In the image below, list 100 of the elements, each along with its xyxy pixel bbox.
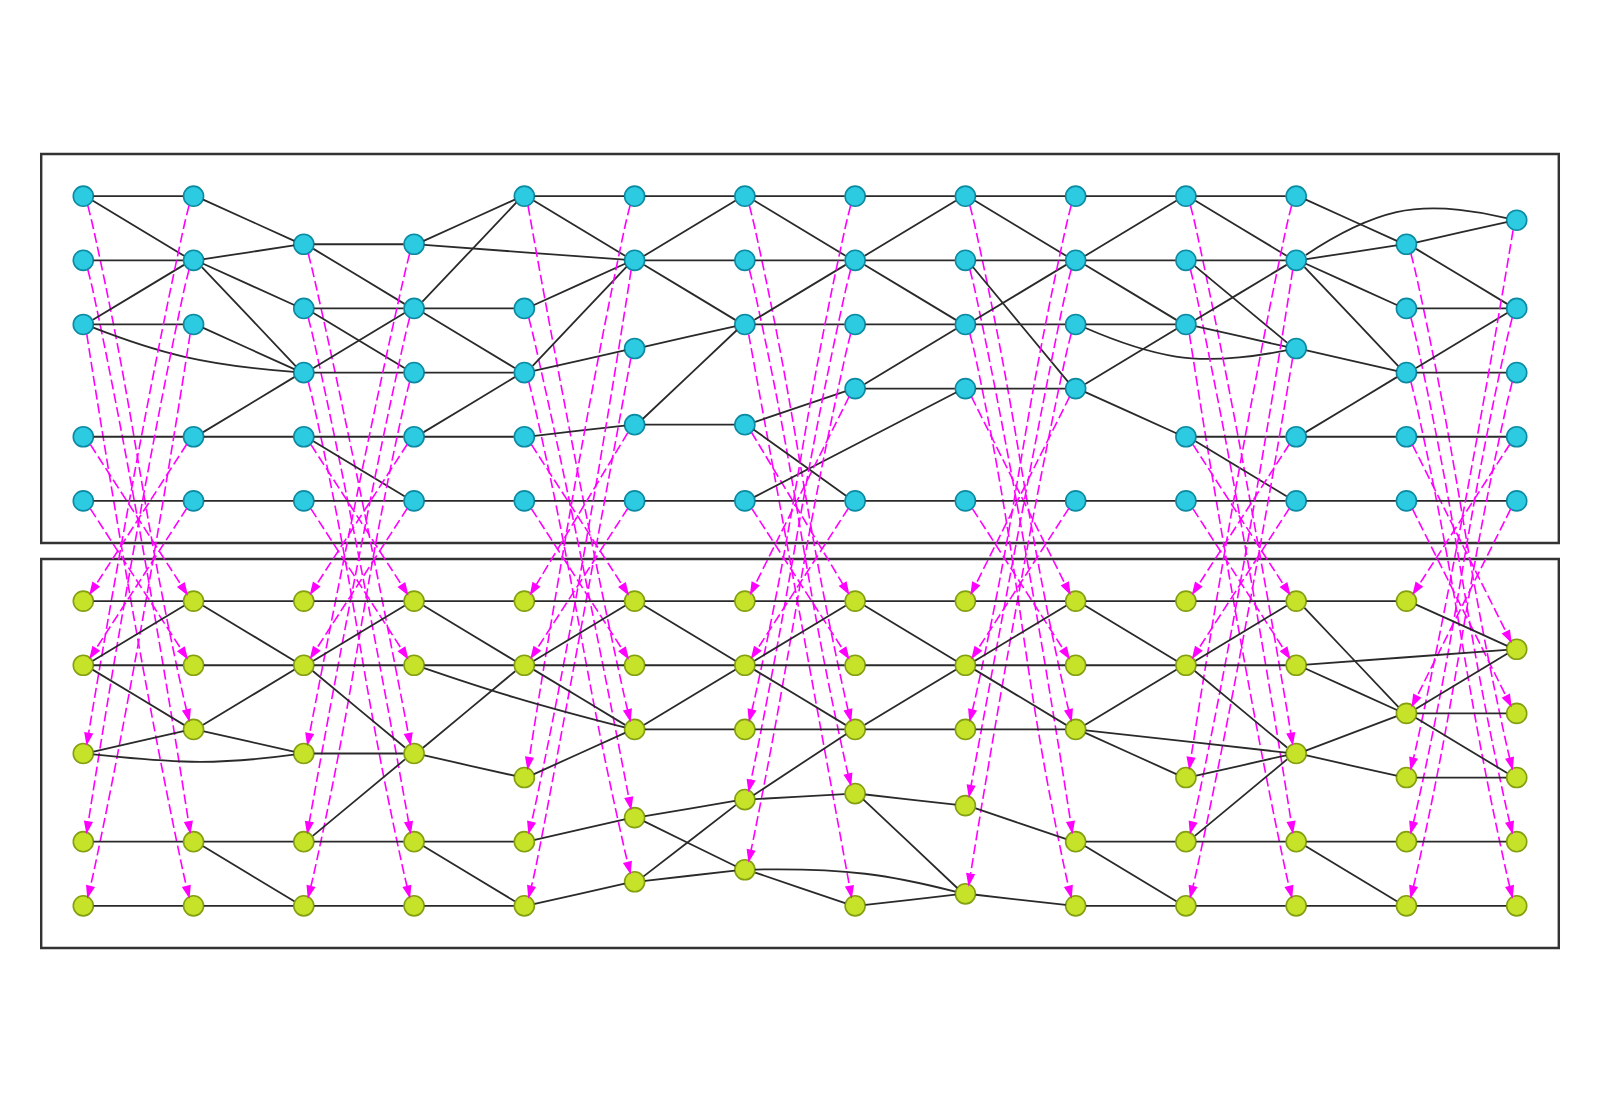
node-circle — [293, 360, 315, 383]
connector — [864, 663, 956, 666]
connector — [644, 324, 736, 347]
connector — [1415, 220, 1508, 243]
connector — [1415, 434, 1507, 437]
node-circle — [954, 653, 977, 676]
node-circle — [623, 412, 646, 435]
connector — [313, 499, 405, 501]
connector — [1194, 757, 1288, 836]
node-circle — [844, 894, 866, 916]
connector — [864, 892, 957, 905]
connector — [1415, 602, 1508, 646]
node-circle — [1505, 208, 1528, 231]
node-circle — [513, 184, 536, 206]
node-circle — [182, 589, 205, 611]
connector — [1085, 599, 1177, 601]
connector — [753, 263, 847, 320]
node-circle — [734, 489, 756, 511]
connector — [644, 499, 736, 501]
connector — [422, 844, 516, 902]
node-circle — [844, 589, 866, 611]
connector — [974, 603, 1067, 661]
connector — [1085, 322, 1177, 325]
connector — [1195, 499, 1287, 501]
connector — [1195, 258, 1287, 261]
connector — [1305, 348, 1398, 371]
connector — [533, 668, 626, 725]
connector — [423, 434, 515, 437]
connector — [92, 499, 184, 501]
connector — [92, 198, 185, 256]
connector — [1084, 603, 1178, 661]
node-circle — [1505, 360, 1528, 383]
connector — [754, 322, 846, 325]
connector — [1303, 605, 1400, 707]
connector — [1415, 311, 1508, 368]
connector — [752, 732, 847, 795]
node-circle — [734, 312, 756, 335]
connector — [533, 881, 626, 904]
arrow — [1411, 443, 1512, 643]
node-circle — [1395, 701, 1418, 724]
node-circle — [1395, 360, 1418, 383]
connector — [974, 663, 1066, 666]
node-circle — [844, 184, 866, 206]
node-circle — [1175, 489, 1197, 511]
connector — [92, 325, 295, 372]
connector — [974, 727, 1066, 730]
connector — [311, 669, 406, 748]
connector — [92, 668, 185, 725]
node-circle — [1175, 184, 1197, 206]
node-circle — [844, 653, 866, 676]
node-circle — [1064, 312, 1087, 335]
connector — [203, 729, 295, 752]
connector — [974, 806, 1067, 839]
connector — [863, 263, 957, 320]
connector — [92, 258, 184, 261]
node-circle — [182, 489, 205, 511]
node-circle — [1064, 248, 1087, 271]
node-circle — [1505, 489, 1528, 511]
connector — [1195, 903, 1287, 906]
node-circle — [513, 829, 536, 852]
connector — [1085, 839, 1177, 842]
node-circle — [293, 489, 315, 511]
connector — [313, 663, 405, 666]
connector — [1415, 247, 1508, 304]
connector — [644, 663, 736, 666]
node-circle — [1064, 717, 1087, 740]
arrow — [1412, 442, 1511, 595]
connector — [1415, 716, 1508, 773]
connector — [1084, 263, 1178, 320]
node-circle — [623, 717, 646, 740]
connector — [1195, 753, 1288, 776]
connector — [202, 844, 296, 902]
node-circle — [844, 376, 866, 399]
connector — [313, 599, 405, 601]
connector — [203, 499, 295, 501]
connector — [313, 839, 405, 842]
node-circle — [1064, 376, 1087, 399]
connector — [1304, 197, 1398, 241]
connector — [1084, 390, 1178, 434]
connector — [754, 194, 846, 197]
node-circle — [734, 653, 756, 676]
node-circle — [623, 589, 646, 611]
connector — [864, 792, 957, 805]
node-circle — [403, 424, 425, 447]
node-circle — [954, 882, 977, 904]
node-circle — [403, 489, 425, 511]
connector — [422, 375, 516, 432]
node-circle — [844, 781, 866, 804]
connector — [974, 386, 1066, 389]
connector — [1194, 263, 1288, 320]
node-circle — [72, 589, 95, 611]
node-circle — [1175, 248, 1197, 271]
node-circle — [403, 296, 425, 319]
arrow — [970, 394, 1071, 595]
node-circle — [293, 653, 315, 676]
node-circle — [1285, 184, 1307, 206]
node-circle — [1285, 589, 1307, 611]
connector — [752, 427, 847, 496]
connector — [202, 326, 296, 370]
connector — [423, 499, 515, 501]
